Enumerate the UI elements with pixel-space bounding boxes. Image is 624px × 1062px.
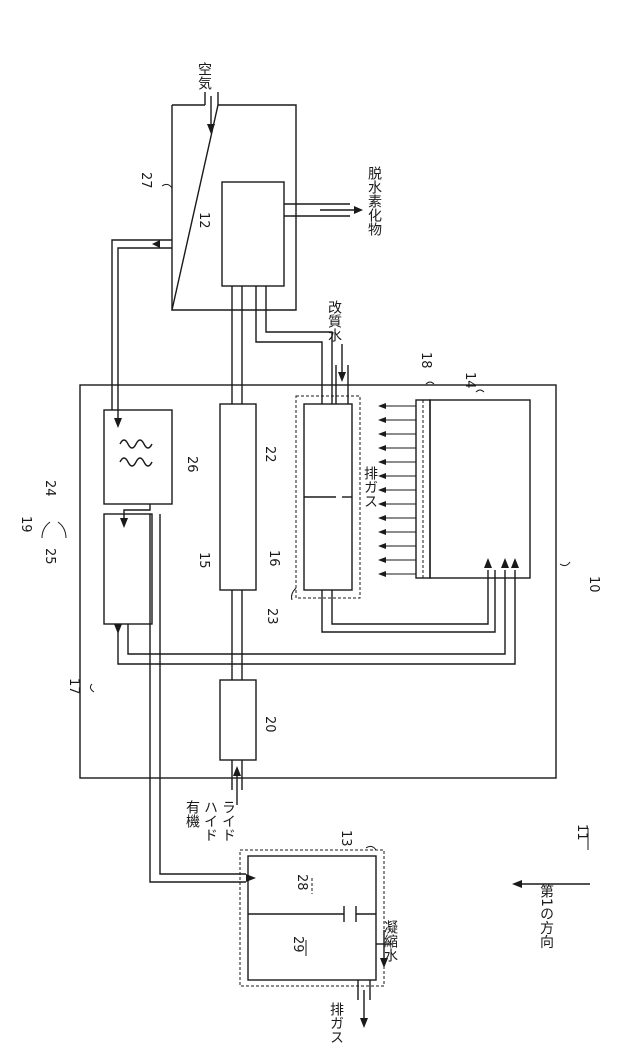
ref-23: 23 bbox=[264, 608, 279, 625]
ref-25: 25 bbox=[42, 548, 57, 565]
leader-10 bbox=[560, 562, 570, 566]
ref-22: 22 bbox=[262, 446, 277, 463]
first-direction-arrow-head bbox=[512, 880, 522, 888]
pipe-16-14 bbox=[322, 570, 495, 632]
label-dehydrogenated: 脱水素化物 bbox=[366, 166, 382, 237]
ref-29: 29 bbox=[290, 936, 305, 953]
air-arrow-head bbox=[207, 124, 215, 134]
leader-17 bbox=[90, 684, 94, 692]
ref-12: 12 bbox=[196, 212, 211, 229]
ref-18: 18 bbox=[418, 352, 433, 369]
loop-pipe-outer bbox=[118, 570, 515, 664]
dehydro-arrow-head bbox=[354, 206, 363, 214]
heat-exchanger-25 bbox=[104, 514, 152, 624]
coil-26-b bbox=[120, 458, 152, 466]
ref-17: 17 bbox=[66, 678, 81, 695]
ref-11: 11 bbox=[574, 824, 589, 841]
air-duct-27 bbox=[172, 105, 296, 310]
stack-14 bbox=[430, 400, 530, 578]
label-reforming-water: 改質水 bbox=[326, 300, 342, 342]
label-first-direction: 第1の方向 bbox=[538, 883, 554, 949]
pipe-27-24-outer bbox=[118, 248, 172, 418]
leader-27 bbox=[162, 184, 172, 188]
exhaust-arrows bbox=[378, 403, 416, 577]
arrow-into-27 bbox=[152, 240, 160, 248]
label-air: 空気 bbox=[196, 62, 212, 91]
water-arrow-head bbox=[338, 372, 346, 382]
arrow-into-14-c bbox=[484, 558, 492, 568]
separator-13 bbox=[240, 850, 384, 986]
brace-19 bbox=[42, 522, 66, 538]
ref-27: 27 bbox=[138, 172, 153, 189]
ref-24: 24 bbox=[42, 480, 57, 497]
exhaust-out-arrow-head bbox=[360, 1018, 368, 1028]
label-organic-hydride-1: 有機 bbox=[184, 800, 200, 829]
label-exhaust-gas-out: 排ガス bbox=[328, 1002, 344, 1044]
ref-28: 28 bbox=[294, 874, 309, 891]
ref-19: 19 bbox=[18, 516, 33, 533]
separator-inner bbox=[248, 856, 376, 980]
unit-15 bbox=[220, 404, 256, 590]
ref-26: 26 bbox=[184, 456, 199, 473]
ref-15: 15 bbox=[196, 552, 211, 569]
label-condensed-water: 凝縮水 bbox=[382, 920, 398, 962]
loop-pipe-inner bbox=[128, 570, 505, 654]
arrow-into-24 bbox=[114, 418, 122, 428]
arrow-into-25 bbox=[120, 518, 128, 528]
ref-16: 16 bbox=[266, 550, 281, 567]
arrow-into-14-b bbox=[511, 558, 519, 568]
unit-20 bbox=[220, 680, 256, 760]
arrow-out-25 bbox=[114, 624, 122, 634]
leader-14 bbox=[476, 390, 484, 392]
label-organic-hydride-3: ライド bbox=[220, 800, 236, 842]
unit-12 bbox=[222, 182, 284, 286]
coil-26 bbox=[120, 440, 152, 448]
ref-10: 10 bbox=[586, 576, 601, 593]
leader-23 bbox=[292, 588, 297, 600]
heat-exchanger-24 bbox=[104, 410, 172, 504]
ref-13: 13 bbox=[338, 830, 353, 847]
ref-14: 14 bbox=[462, 372, 477, 389]
leader-18 bbox=[426, 382, 434, 384]
leader-13 bbox=[366, 846, 376, 850]
organic-arrow-head bbox=[233, 766, 241, 776]
label-organic-hydride-2: ハイド bbox=[202, 800, 218, 842]
ref-20: 20 bbox=[262, 716, 277, 733]
pipe-24-25 bbox=[124, 504, 150, 520]
label-exhaust-gas-internal: 排ガス bbox=[362, 466, 378, 508]
arrow-into-14-a bbox=[501, 558, 509, 568]
